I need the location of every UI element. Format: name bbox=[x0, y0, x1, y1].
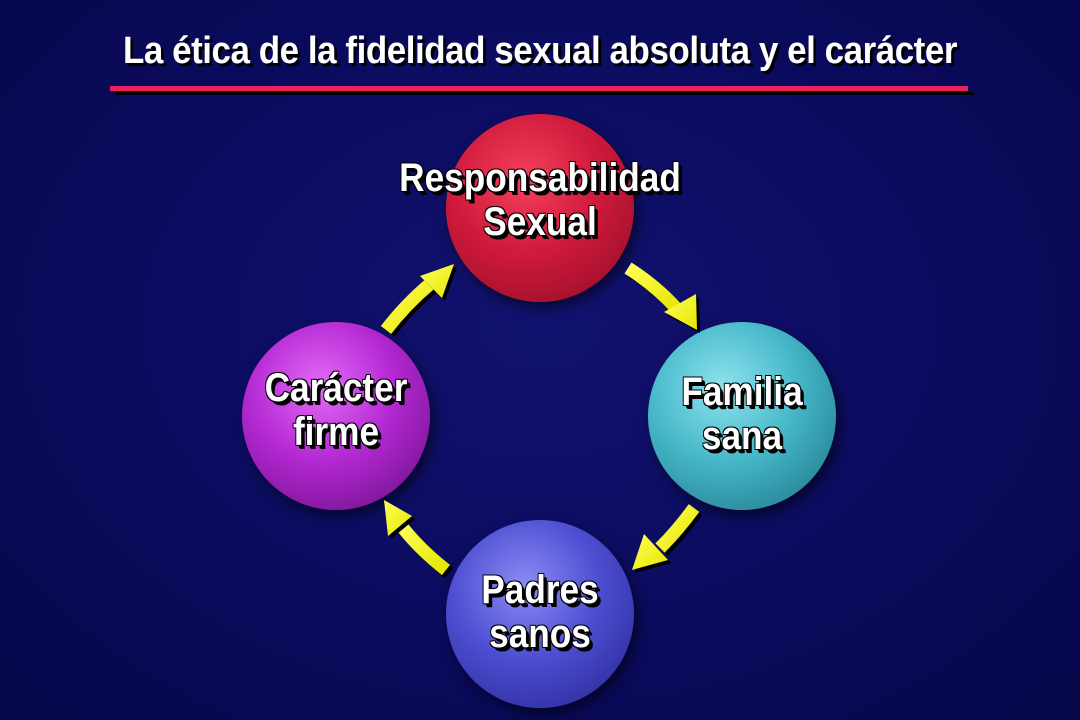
node-label-top: Responsabilidad Sexual bbox=[364, 156, 716, 244]
arrow-top-to-right-icon bbox=[624, 262, 700, 333]
node-label-right-line2: sana bbox=[701, 414, 783, 458]
node-label-bottom: Padres sanos bbox=[452, 568, 628, 656]
title-underline-shadow bbox=[116, 92, 974, 95]
node-label-bottom-line1: Padres bbox=[481, 568, 599, 612]
node-label-left-line2: firme bbox=[292, 410, 380, 454]
slide-title: La ética de la fidelidad sexual absoluta… bbox=[122, 30, 958, 72]
node-label-right: Familia sana bbox=[654, 370, 830, 458]
node-label-right-line1: Familia bbox=[681, 370, 803, 414]
node-padres-sanos bbox=[446, 520, 634, 708]
node-caracter-firme bbox=[242, 322, 430, 510]
title-underline bbox=[110, 86, 968, 91]
arrow-left-to-top-icon bbox=[380, 264, 457, 337]
arrow-bottom-to-left-icon bbox=[384, 500, 454, 579]
node-familia-sana bbox=[648, 322, 836, 510]
node-responsabilidad-sexual bbox=[446, 114, 634, 302]
node-label-left-line1: Carácter bbox=[264, 366, 408, 410]
node-label-bottom-line2: sanos bbox=[489, 612, 591, 656]
node-label-left: Carácter firme bbox=[248, 366, 424, 454]
node-label-top-line2: Sexual bbox=[483, 200, 597, 244]
arrow-right-to-bottom-icon bbox=[632, 504, 703, 573]
node-label-top-line1: Responsabilidad bbox=[399, 156, 681, 200]
